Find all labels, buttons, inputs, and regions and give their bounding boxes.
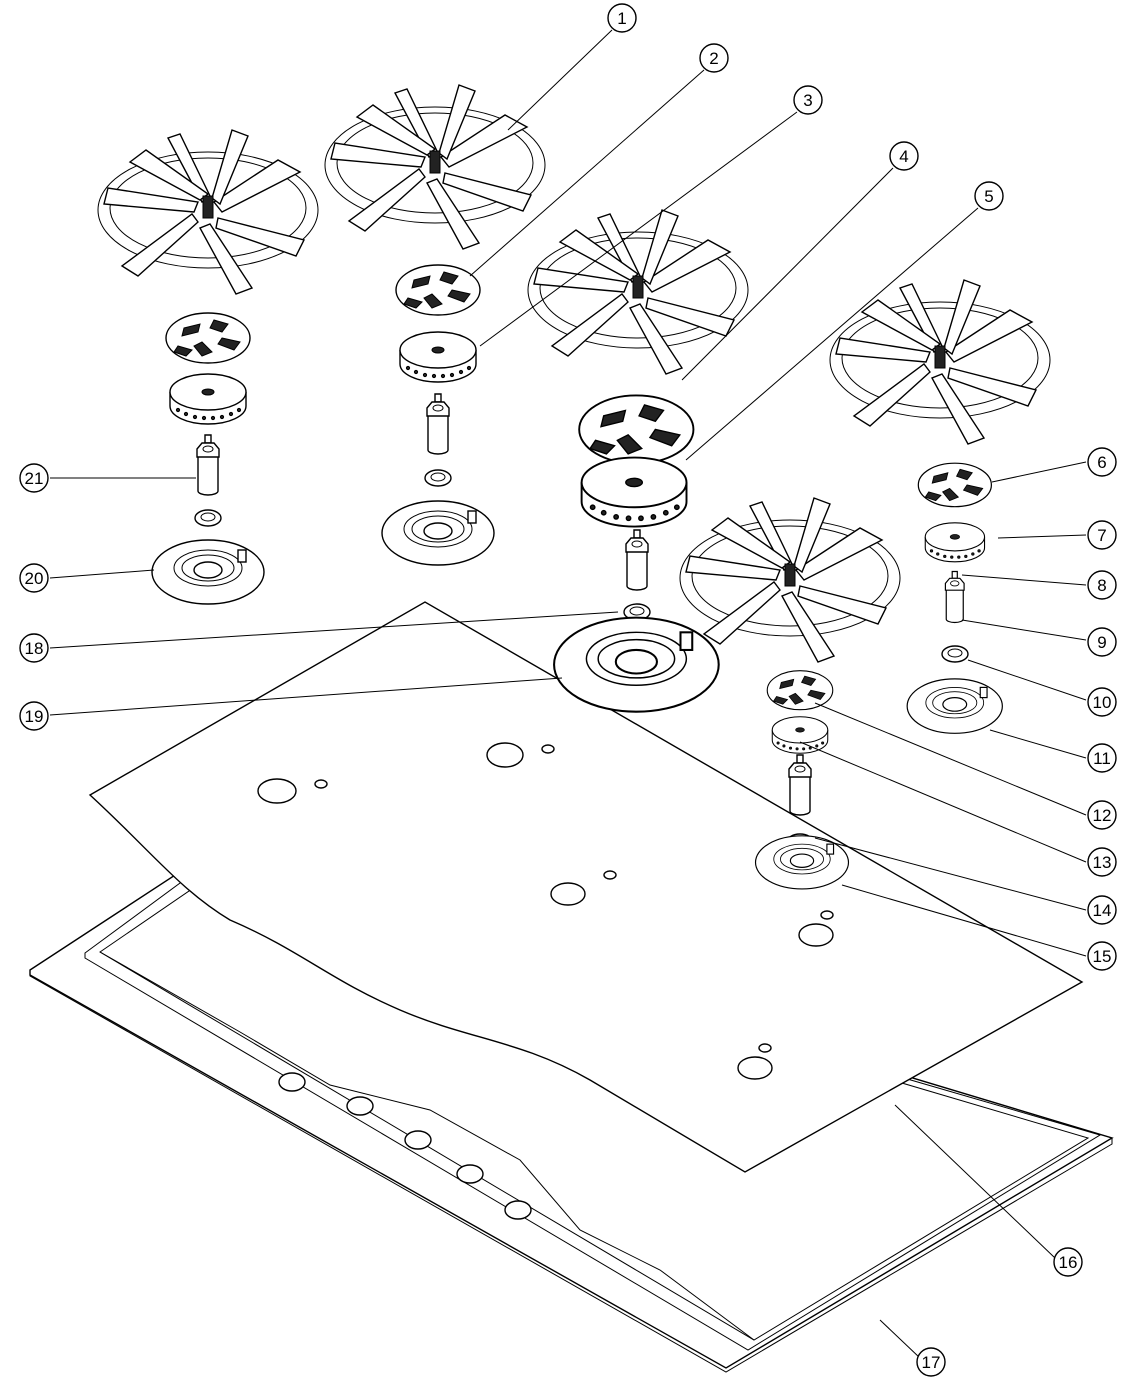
callout-3: 3 [793, 85, 823, 115]
svg-text:13: 13 [1093, 853, 1112, 872]
callout-18: 18 [19, 633, 49, 663]
callout-21: 21 [19, 463, 49, 493]
svg-text:19: 19 [25, 707, 44, 726]
grate-center-top [324, 84, 546, 250]
svg-text:6: 6 [1097, 453, 1106, 472]
svg-text:17: 17 [922, 1353, 941, 1372]
callout-8: 8 [1087, 570, 1117, 600]
leader-lines [49, 29, 1087, 1359]
callout-19: 19 [19, 701, 49, 731]
burner-stack-front [754, 670, 850, 890]
callout-4: 4 [889, 141, 919, 171]
svg-text:18: 18 [25, 639, 44, 658]
callout-7: 7 [1087, 520, 1117, 550]
cooktop-frame [29, 861, 1114, 1373]
callout-14: 14 [1087, 895, 1117, 925]
grate-front [679, 497, 901, 663]
svg-text:7: 7 [1097, 526, 1106, 545]
burner-stack-right [906, 462, 1003, 734]
callout-6: 6 [1087, 447, 1117, 477]
svg-text:11: 11 [1093, 749, 1111, 768]
callout-11: 11 [1087, 743, 1117, 773]
callout-15: 15 [1087, 941, 1117, 971]
svg-text:8: 8 [1097, 576, 1106, 595]
grate-center [527, 209, 749, 375]
burner-stack-left [151, 312, 265, 605]
svg-text:1: 1 [617, 9, 626, 28]
callout-10: 10 [1087, 687, 1117, 717]
svg-text:10: 10 [1093, 693, 1112, 712]
grate-left [97, 129, 319, 295]
svg-text:12: 12 [1093, 806, 1112, 825]
burner-stack-center [553, 394, 720, 713]
callout-20: 20 [19, 563, 49, 593]
callout-2: 2 [699, 43, 729, 73]
svg-text:16: 16 [1059, 1253, 1078, 1272]
burner-stack-center-top [381, 264, 495, 566]
grate-right [829, 279, 1051, 445]
svg-text:5: 5 [984, 187, 993, 206]
svg-text:3: 3 [803, 91, 812, 110]
callout-12: 12 [1087, 800, 1117, 830]
callout-13: 13 [1087, 847, 1117, 877]
svg-text:21: 21 [25, 469, 44, 488]
callout-1: 1 [607, 3, 637, 33]
svg-text:15: 15 [1093, 947, 1112, 966]
svg-text:20: 20 [25, 569, 44, 588]
svg-text:14: 14 [1093, 901, 1112, 920]
callout-17: 17 [916, 1347, 946, 1377]
glass-top-panel [88, 601, 1084, 1173]
svg-text:4: 4 [899, 147, 908, 166]
svg-text:9: 9 [1097, 633, 1106, 652]
callout-5: 5 [974, 181, 1004, 211]
callout-16: 16 [1053, 1247, 1083, 1277]
callout-9: 9 [1087, 627, 1117, 657]
svg-text:2: 2 [709, 49, 718, 68]
